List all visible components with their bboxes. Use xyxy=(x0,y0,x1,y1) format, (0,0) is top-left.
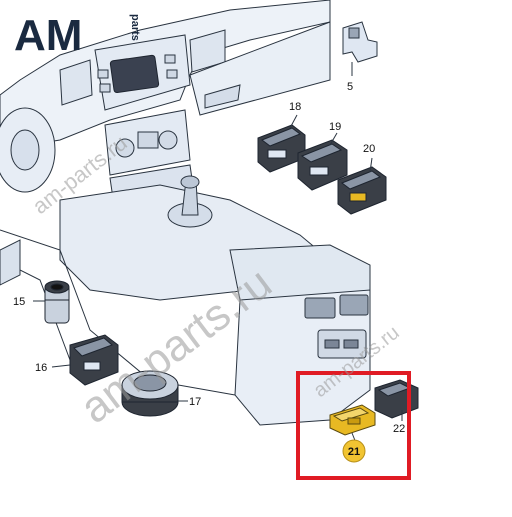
callout-18: 18 xyxy=(289,101,301,113)
part-15-socket xyxy=(44,280,70,324)
callout-19: 19 xyxy=(329,121,341,133)
callout-16: 16 xyxy=(35,362,47,374)
part-19-switch xyxy=(297,139,348,191)
callout-22: 22 xyxy=(393,423,405,435)
callout-21: 21 xyxy=(348,446,360,458)
callout-17: 17 xyxy=(189,396,201,408)
dashboard-drawing xyxy=(0,0,371,426)
callout-21-badge: 21 xyxy=(342,439,366,463)
logo-suffix: parts xyxy=(129,14,141,41)
logo-text: AM xyxy=(14,11,82,60)
part-17-rotary-knob xyxy=(121,370,179,417)
part-5-bracket xyxy=(342,21,378,63)
am-parts-logo: AM parts xyxy=(14,11,141,60)
callout-5: 5 xyxy=(347,81,353,93)
part-18-switch xyxy=(257,124,306,173)
callout-15: 15 xyxy=(13,296,25,308)
part-22-switch xyxy=(374,379,419,419)
infotainment-screen xyxy=(109,54,160,94)
part-21-switch-highlighted xyxy=(329,404,376,436)
highlight-box xyxy=(296,371,411,480)
callout-20: 20 xyxy=(363,143,375,155)
part-16-switch xyxy=(69,334,119,386)
part-20-switch xyxy=(337,166,387,215)
